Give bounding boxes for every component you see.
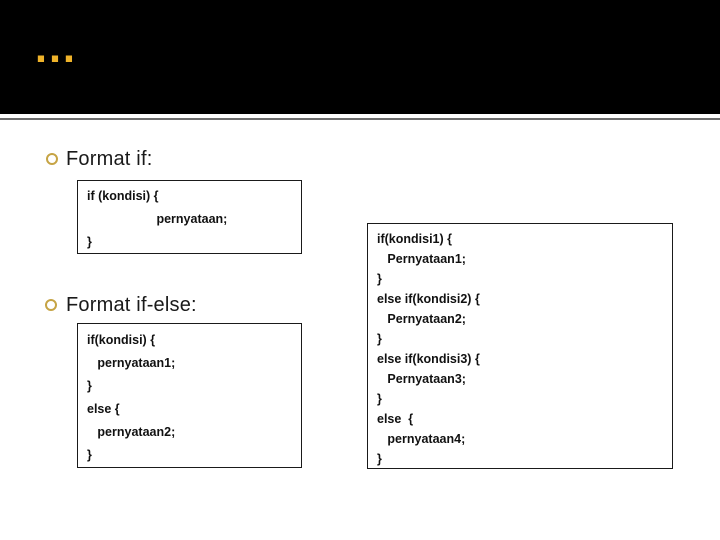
code-line: else if(kondisi2) { <box>377 292 480 306</box>
code-line: if(kondisi1) { <box>377 232 453 246</box>
code-line: pernyataan2; <box>87 425 176 439</box>
code-line: pernyataan4; <box>377 432 466 446</box>
section-heading-format-if: Format if: <box>66 148 153 170</box>
code-line: Pernyataan3; <box>377 372 466 386</box>
code-line: else { <box>87 402 120 416</box>
code-line: if(kondisi) { <box>87 333 156 347</box>
code-line: } <box>377 332 382 346</box>
bullet-circle-icon <box>45 299 57 311</box>
section-heading-format-if-else: Format if-else: <box>66 294 197 316</box>
header-divider <box>0 118 720 120</box>
code-box-if-else-format: if(kondisi) { pernyataan1;} else { pernya… <box>77 323 302 468</box>
code-line: else if(kondisi3) { <box>377 352 480 366</box>
code-line: Pernyataan2; <box>377 312 466 326</box>
code-box-if-format: if (kondisi) { pernyataan;} <box>77 180 302 254</box>
code-line: Pernyataan1; <box>377 252 466 266</box>
code-line: } <box>377 392 382 406</box>
bullet-circle-icon <box>46 153 58 165</box>
code-line: } <box>87 235 92 249</box>
code-line: } <box>87 379 92 393</box>
code-line: } <box>377 452 382 466</box>
slide-title: … <box>33 23 79 72</box>
code-box-else-if-example: if(kondisi1) { Pernyataan1;} else if(kond… <box>367 223 673 469</box>
code-line: else { <box>377 412 414 426</box>
code-line: } <box>377 272 382 286</box>
code-line: } <box>87 448 92 462</box>
code-line: if (kondisi) { <box>87 189 159 203</box>
code-line: pernyataan; <box>87 212 228 226</box>
code-line: pernyataan1; <box>87 356 176 370</box>
slide-header: … <box>0 0 720 114</box>
